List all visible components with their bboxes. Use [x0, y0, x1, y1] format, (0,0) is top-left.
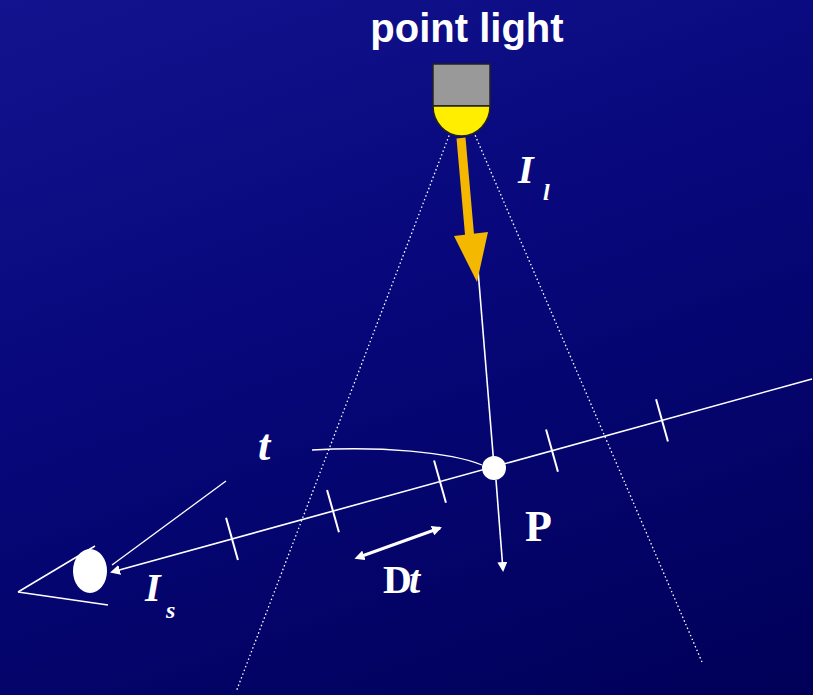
sample-tick — [327, 490, 339, 532]
integration-direction — [112, 481, 226, 565]
subscript: l — [543, 180, 550, 204]
cone-edge — [236, 128, 452, 692]
eye-frustum — [18, 592, 108, 605]
intensity-symbol: I — [518, 150, 534, 190]
light-title: point light — [370, 8, 563, 48]
intensity-symbol: I — [145, 568, 161, 608]
step-symbol: D — [383, 560, 412, 600]
param-symbol: t — [258, 424, 270, 468]
sample-tick — [546, 430, 558, 472]
leader-line — [312, 449, 482, 465]
lamp-housing — [433, 64, 490, 106]
intensity-arrow — [461, 138, 470, 240]
view-ray — [112, 379, 812, 572]
p-arrow — [496, 480, 503, 570]
step-arrow — [362, 528, 440, 556]
vector-symbol: P — [525, 505, 552, 549]
light-ray — [478, 270, 494, 466]
sample-tick — [434, 460, 446, 502]
sample-ticks — [226, 399, 668, 560]
sample-point — [482, 456, 506, 480]
lamp-bulb — [433, 106, 490, 136]
sample-tick — [226, 518, 238, 560]
eye — [73, 549, 107, 593]
sample-tick — [656, 399, 668, 441]
step-symbol: t — [409, 560, 420, 600]
subscript: s — [166, 598, 175, 622]
cone-edge — [472, 128, 702, 662]
intensity-arrowhead — [454, 232, 488, 282]
